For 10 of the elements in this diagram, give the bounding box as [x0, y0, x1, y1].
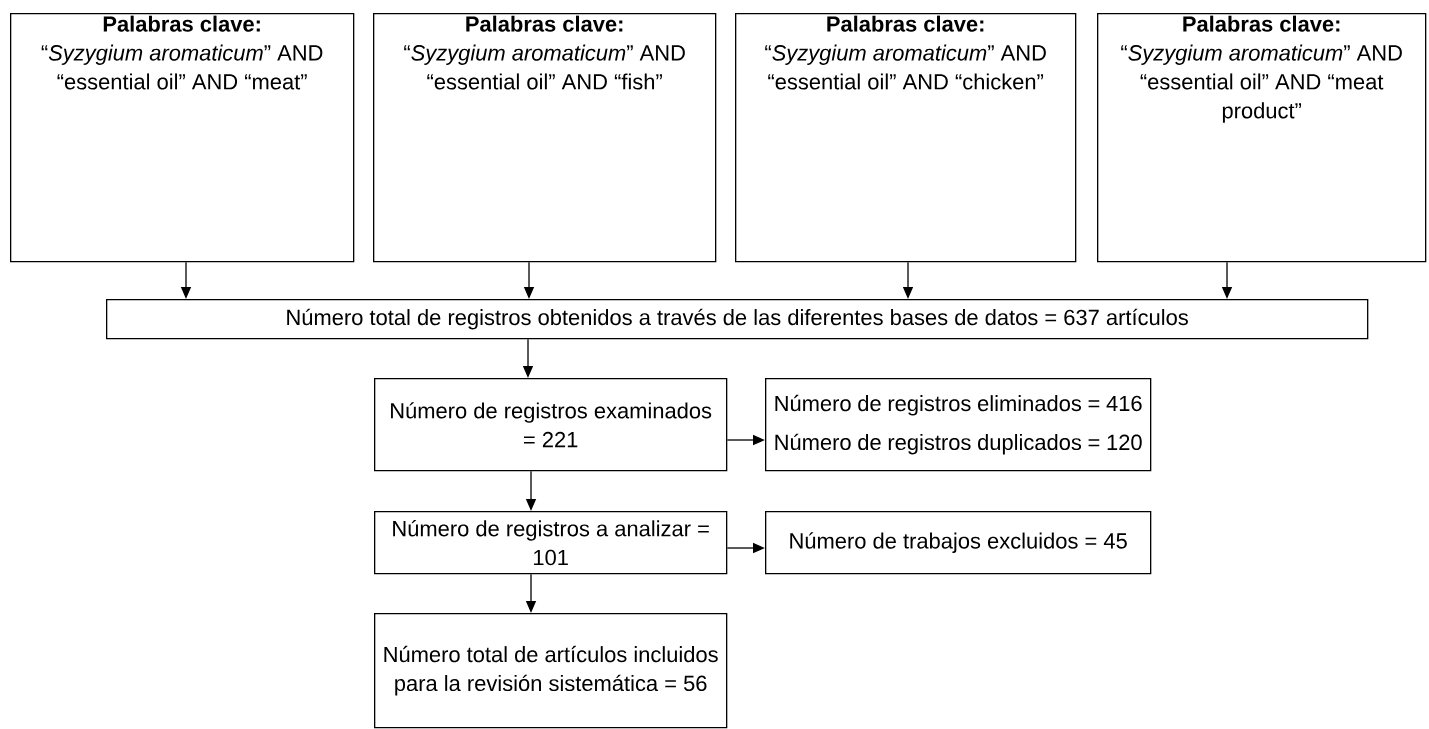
- process-box: Número de trabajos excluidos = 45: [765, 511, 1152, 575]
- search-box: Palabras clave: “Syzygium aromaticum” AND “essential oil” AND “meat product”: [1097, 13, 1427, 263]
- search-box: Palabras clave: “Syzygium aromaticum” AND “essential oil” AND “fish”: [373, 13, 717, 263]
- process-box: Número de registros a analizar = 101: [374, 511, 728, 575]
- process-box: Número total de artículos incluidos para la revisión sistemática = 56: [374, 613, 728, 729]
- search-box: Palabras clave: “Syzygium aromaticum” AND “essential oil” AND “chicken”: [735, 13, 1077, 263]
- process-box: Número de registros examinados = 221: [374, 378, 728, 472]
- process-box: Número total de registros obtenidos a través de las diferentes bases de datos = 637 artículos: [106, 299, 1369, 340]
- process-box: Número de registros eliminados = 416 Número de registros duplicados = 120: [765, 378, 1152, 472]
- search-box: Palabras clave: “Syzygium aromaticum” AND “essential oil” AND “meat”: [10, 13, 355, 263]
